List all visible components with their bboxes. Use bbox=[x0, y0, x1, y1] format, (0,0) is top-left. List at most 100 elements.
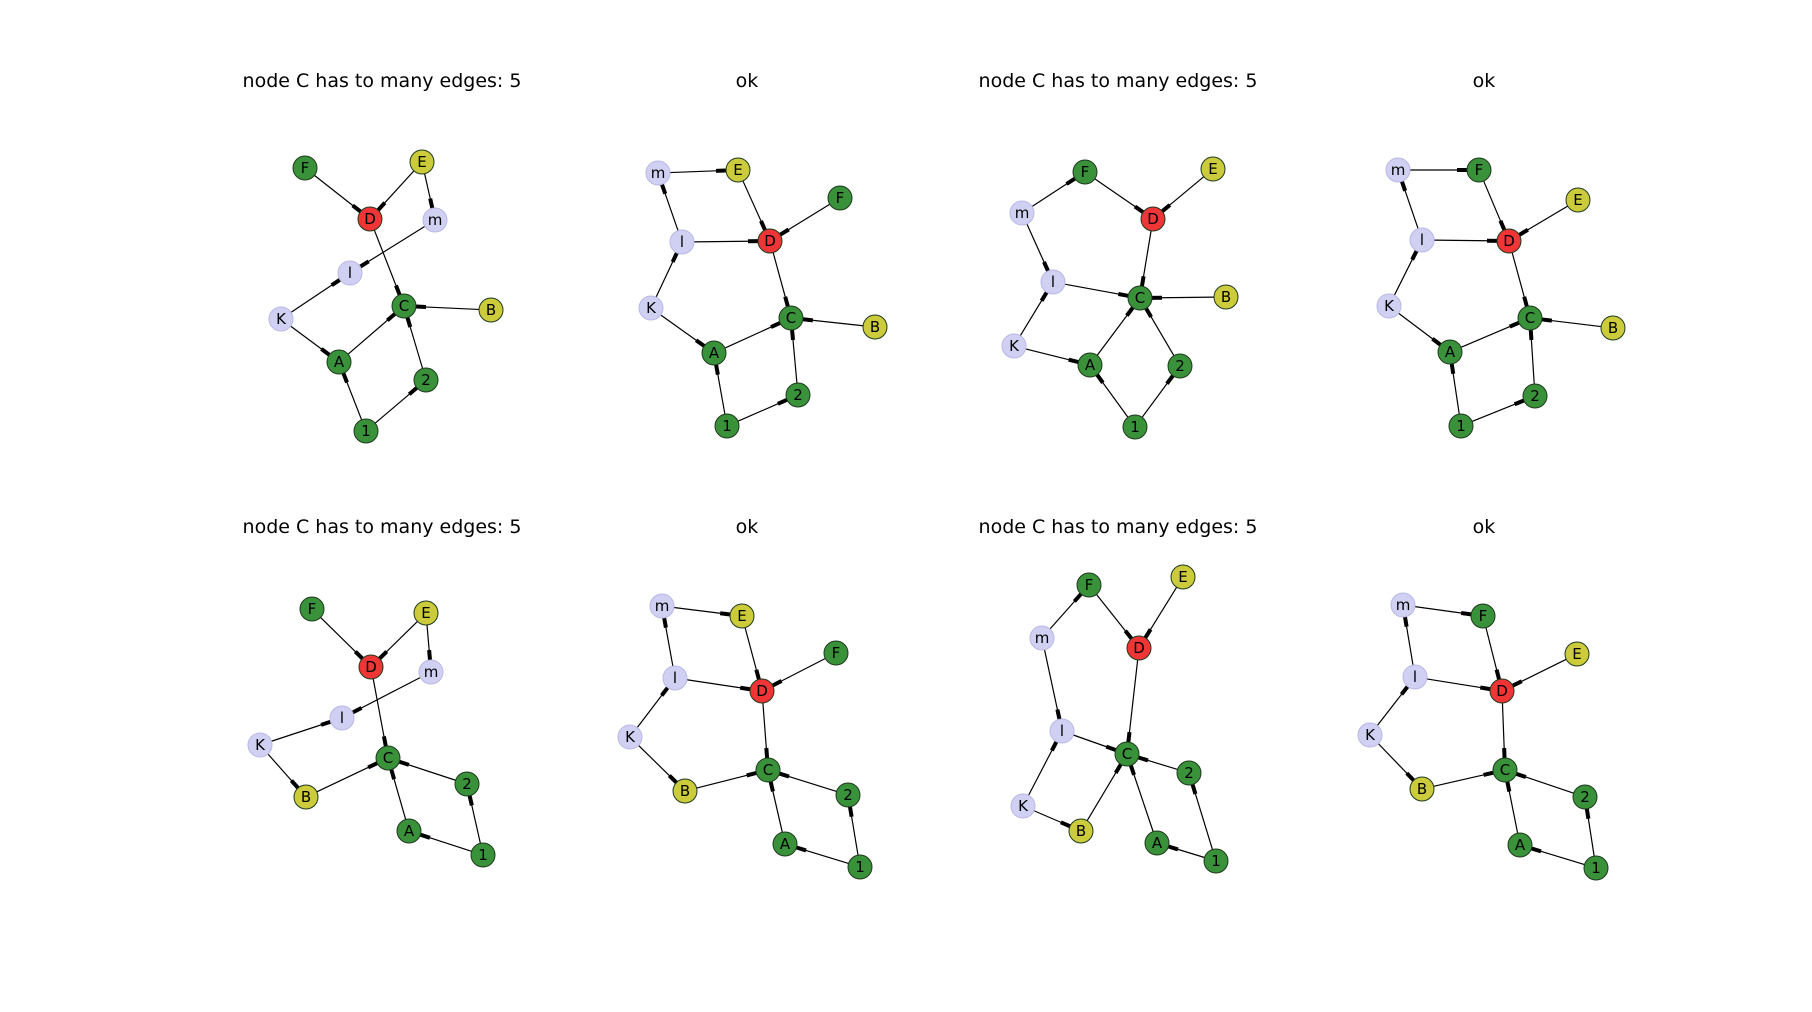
node-label: F bbox=[301, 159, 310, 177]
edge-E-D bbox=[742, 180, 767, 231]
node-label: l bbox=[340, 709, 344, 727]
edge-K-l bbox=[1393, 249, 1419, 296]
edge-2-C bbox=[778, 771, 837, 792]
node-l: l bbox=[337, 260, 363, 286]
arrowhead bbox=[802, 317, 814, 323]
arrowhead bbox=[777, 397, 788, 406]
edge-l-C bbox=[1073, 734, 1117, 752]
node-label: D bbox=[364, 210, 376, 228]
node-C: C bbox=[391, 293, 417, 319]
node-label: D bbox=[756, 682, 768, 700]
edge-2-C bbox=[1528, 329, 1535, 385]
node-E: E bbox=[1170, 564, 1196, 590]
node-label: F bbox=[836, 189, 845, 207]
edge-2-C bbox=[405, 316, 424, 369]
arrowhead bbox=[1399, 180, 1408, 192]
edge-F-D bbox=[320, 616, 364, 661]
edge-m-F bbox=[1049, 592, 1083, 630]
node-m: m bbox=[1390, 592, 1416, 618]
node-l: l bbox=[1409, 227, 1435, 253]
edge-A-C bbox=[1505, 781, 1519, 834]
node-B: B bbox=[1409, 776, 1435, 802]
edge-E-D bbox=[378, 620, 418, 661]
node-B: B bbox=[478, 297, 504, 323]
edge-m-l bbox=[1026, 223, 1050, 272]
arrowhead bbox=[1402, 616, 1409, 628]
edge-2-C bbox=[398, 759, 456, 781]
node-E: E bbox=[409, 149, 435, 175]
panel-title: node C has to many edges: 5 bbox=[243, 516, 522, 538]
node-C: C bbox=[755, 757, 781, 783]
arrowhead bbox=[1410, 249, 1419, 261]
node-label: F bbox=[1081, 163, 1090, 181]
arrowhead bbox=[1143, 628, 1153, 639]
edge-E-D bbox=[1518, 205, 1568, 237]
node-label: B bbox=[680, 782, 690, 800]
edge-l-m bbox=[662, 617, 674, 667]
panel-title: node C has to many edges: 5 bbox=[979, 516, 1258, 538]
arrowhead bbox=[1160, 203, 1172, 213]
node-label: E bbox=[1572, 645, 1581, 663]
node-label: D bbox=[1503, 232, 1515, 250]
node-A: A bbox=[1077, 352, 1103, 378]
node-label: m bbox=[424, 663, 439, 681]
edge-m-l bbox=[351, 676, 421, 715]
arrowhead bbox=[351, 706, 363, 715]
arrowhead bbox=[1144, 307, 1153, 318]
arrowhead bbox=[1449, 363, 1456, 375]
edge-1-2 bbox=[1141, 374, 1175, 418]
arrowhead bbox=[1167, 844, 1179, 852]
arrowhead bbox=[1479, 685, 1491, 692]
node-label: F bbox=[1085, 576, 1094, 594]
node-2: 2 bbox=[835, 782, 861, 808]
edge-l-m bbox=[1402, 616, 1414, 666]
node-label: l bbox=[680, 233, 684, 251]
node-label: m bbox=[1396, 596, 1411, 614]
edge-K-B bbox=[267, 753, 300, 790]
edge-l-m bbox=[1399, 180, 1419, 229]
arrowhead bbox=[1055, 709, 1062, 720]
node-2: 2 bbox=[1176, 760, 1202, 786]
edge-K-B bbox=[1033, 810, 1071, 829]
node-E: E bbox=[1564, 641, 1590, 667]
edge-K-l bbox=[271, 719, 332, 742]
node-l: l bbox=[1040, 269, 1066, 295]
arrowhead bbox=[320, 719, 332, 727]
node-m: m bbox=[1009, 200, 1035, 226]
node-E: E bbox=[725, 157, 751, 183]
node-label: l bbox=[1420, 231, 1424, 249]
arrowhead bbox=[670, 252, 679, 263]
node-2: 2 bbox=[1572, 784, 1598, 810]
edge-A-C bbox=[1460, 320, 1520, 348]
node-label: C bbox=[383, 749, 393, 767]
edge-F-D bbox=[1483, 180, 1507, 231]
node-label: E bbox=[733, 161, 742, 179]
node-l: l bbox=[1402, 664, 1428, 690]
edge-K-l bbox=[1376, 685, 1410, 726]
edge-K-l bbox=[290, 277, 342, 313]
edge-B-C bbox=[802, 317, 864, 327]
arrowhead bbox=[660, 183, 668, 195]
edge-l-C bbox=[1064, 283, 1129, 298]
node-A: A bbox=[1144, 830, 1170, 856]
node-label: B bbox=[1221, 288, 1231, 306]
arrowhead bbox=[714, 364, 720, 376]
node-F: F bbox=[1072, 159, 1098, 185]
node-A: A bbox=[396, 818, 422, 844]
node-F: F bbox=[1466, 157, 1492, 183]
node-B: B bbox=[293, 784, 319, 810]
node-label: l bbox=[673, 669, 677, 687]
node-B: B bbox=[1600, 315, 1626, 341]
edge-E-D bbox=[376, 170, 415, 212]
edge-E-D bbox=[1143, 586, 1178, 639]
arrowhead bbox=[1126, 731, 1132, 743]
node-label: E bbox=[1573, 191, 1582, 209]
node-label: 2 bbox=[421, 371, 431, 389]
node-label: 2 bbox=[793, 386, 803, 404]
node-label: K bbox=[255, 736, 266, 754]
